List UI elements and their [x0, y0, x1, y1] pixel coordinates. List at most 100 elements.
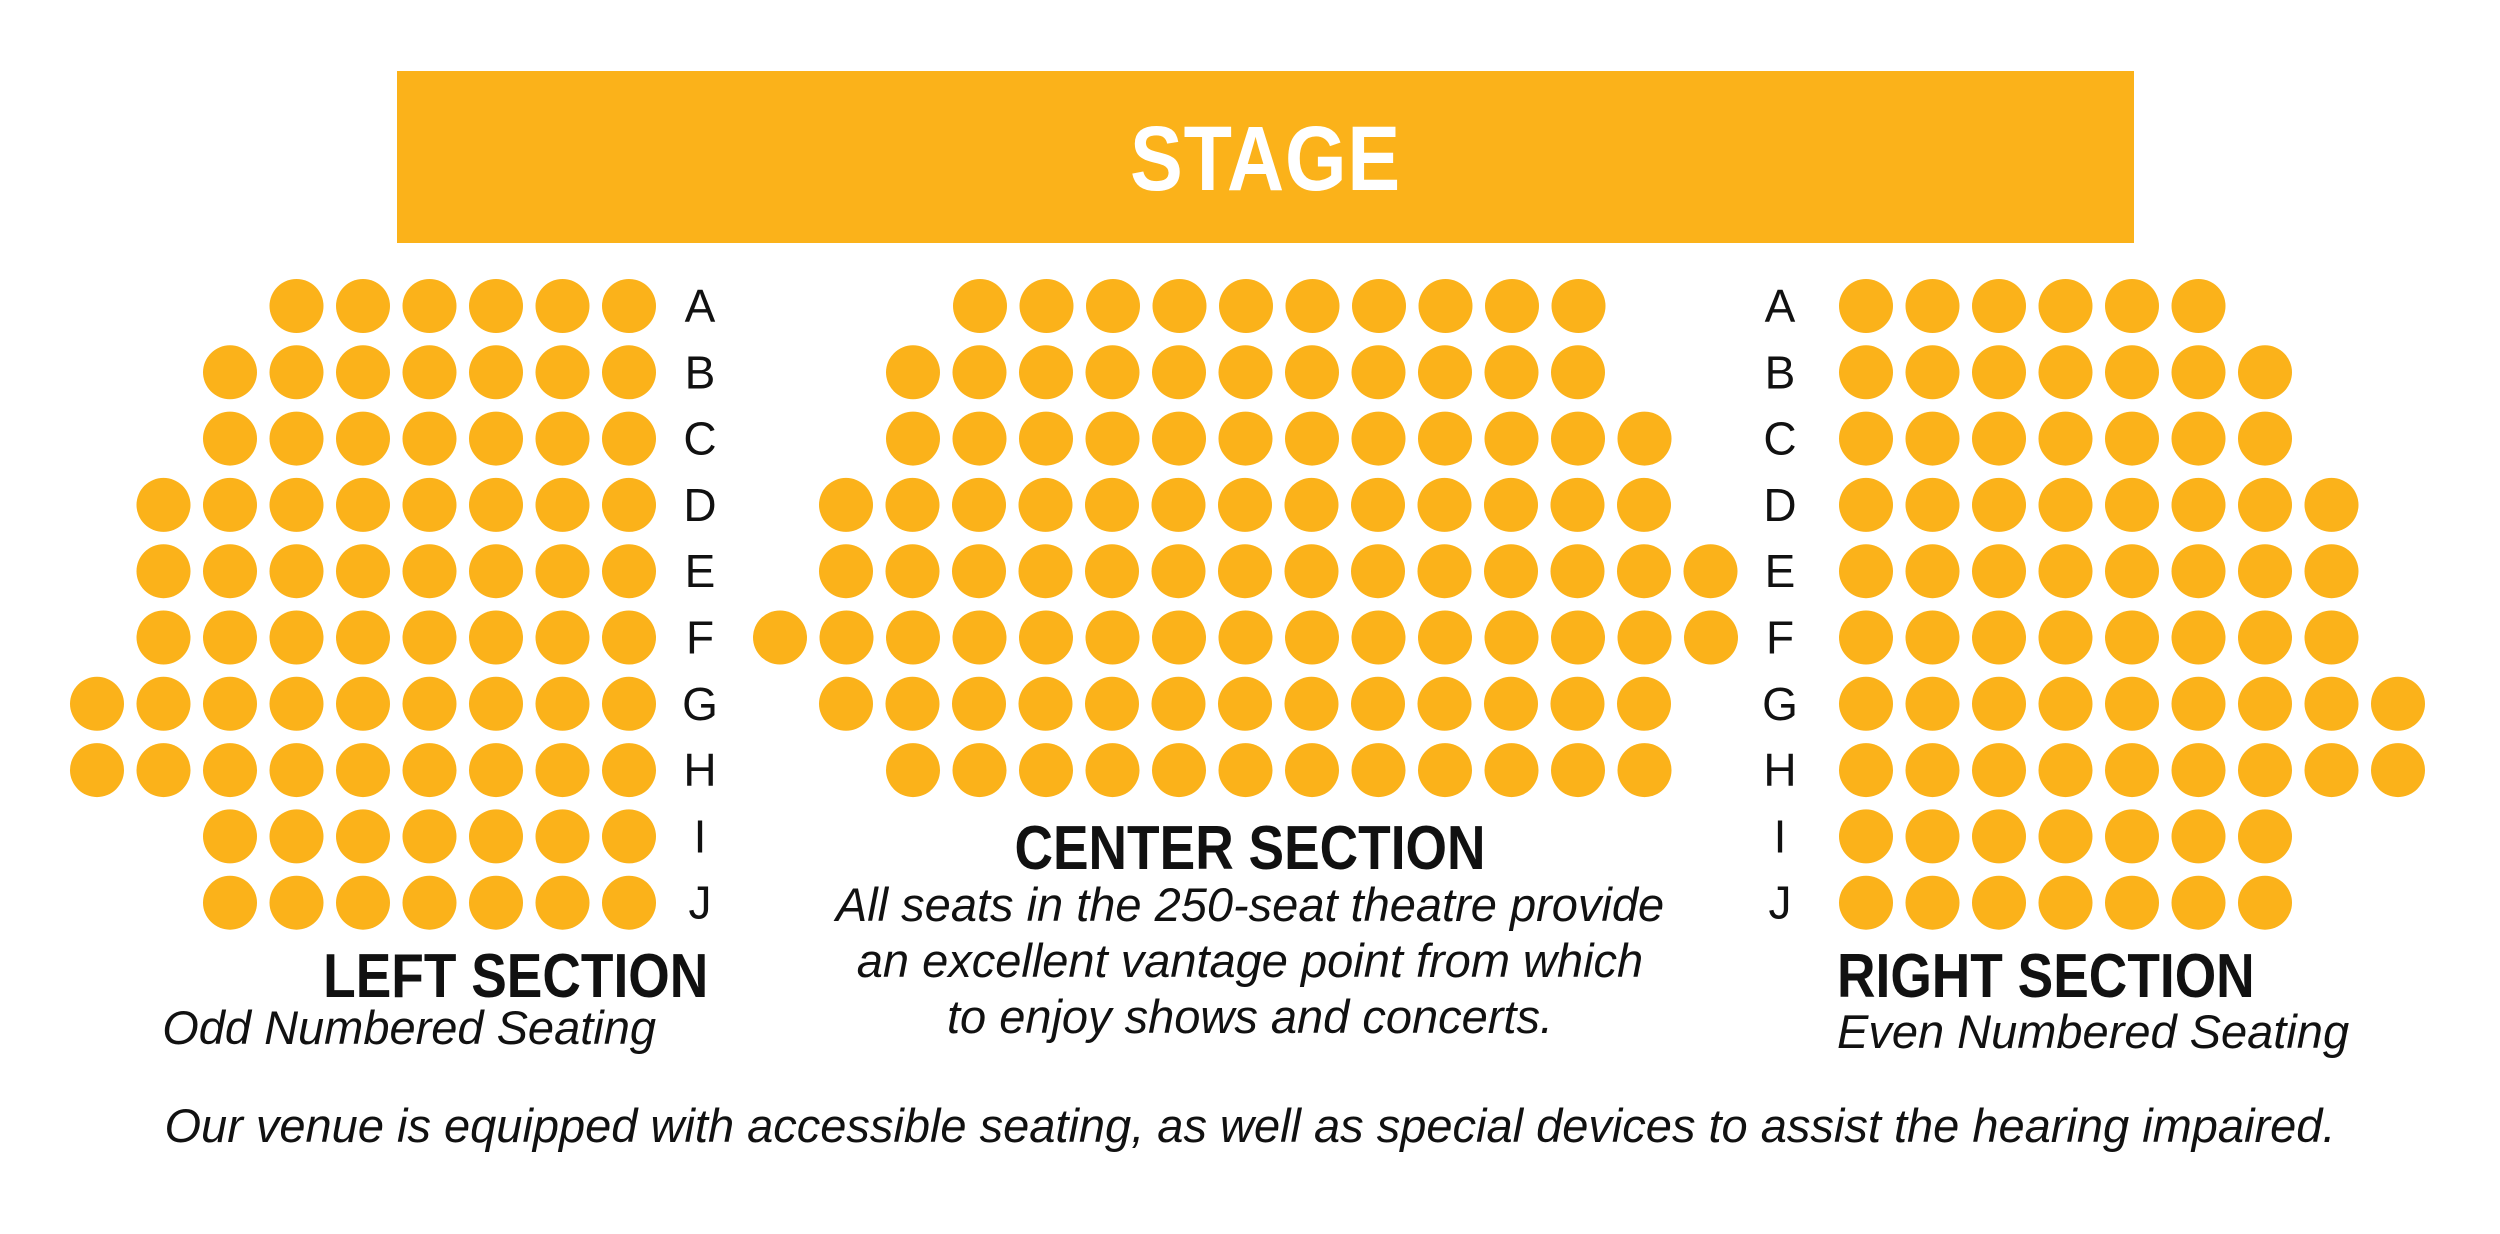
seat-left-B[interactable]: [336, 345, 390, 400]
seat-right-E[interactable]: [2105, 544, 2159, 599]
seat-center-D[interactable]: [1550, 477, 1605, 532]
seat-center-D[interactable]: [952, 477, 1006, 532]
seat-center-E[interactable]: [1018, 544, 1073, 599]
seat-right-J[interactable]: [1905, 875, 1960, 930]
seat-center-C[interactable]: [1551, 411, 1605, 466]
seat-right-C[interactable]: [1839, 411, 1893, 466]
seat-left-B[interactable]: [269, 345, 324, 400]
seat-right-G[interactable]: [2105, 676, 2159, 731]
seat-left-F[interactable]: [269, 610, 324, 665]
seat-right-A[interactable]: [1972, 279, 2026, 333]
seat-right-H[interactable]: [1839, 743, 1893, 798]
seat-center-D[interactable]: [819, 477, 873, 532]
seat-center-C[interactable]: [1152, 411, 1206, 466]
seat-right-I[interactable]: [1972, 809, 2026, 864]
seat-left-J[interactable]: [402, 875, 457, 930]
seat-center-D[interactable]: [1151, 477, 1206, 532]
seat-center-A[interactable]: [1352, 279, 1406, 333]
seat-left-H[interactable]: [269, 743, 324, 798]
seat-left-F[interactable]: [136, 610, 191, 665]
seat-center-B[interactable]: [1351, 345, 1406, 400]
seat-left-A[interactable]: [336, 279, 390, 333]
seat-right-C[interactable]: [2105, 411, 2159, 466]
seat-left-D[interactable]: [269, 477, 324, 532]
seat-right-F[interactable]: [2105, 610, 2159, 665]
seat-center-E[interactable]: [1351, 544, 1405, 599]
seat-left-I[interactable]: [203, 809, 257, 864]
seat-center-A[interactable]: [1086, 279, 1140, 333]
seat-left-H[interactable]: [136, 743, 191, 798]
seat-right-C[interactable]: [2238, 411, 2292, 466]
seat-left-F[interactable]: [535, 610, 590, 665]
seat-right-J[interactable]: [2105, 875, 2159, 930]
seat-center-E[interactable]: [952, 544, 1006, 599]
seat-center-C[interactable]: [1019, 411, 1073, 466]
seat-right-H[interactable]: [2171, 743, 2226, 798]
seat-right-I[interactable]: [2238, 809, 2292, 864]
seat-center-F[interactable]: [753, 610, 807, 665]
seat-right-G[interactable]: [2304, 676, 2359, 731]
seat-center-E[interactable]: [1683, 544, 1738, 599]
seat-left-C[interactable]: [535, 411, 590, 466]
seat-left-G[interactable]: [136, 676, 191, 731]
seat-center-G[interactable]: [1018, 676, 1073, 731]
seat-center-G[interactable]: [1085, 676, 1139, 731]
seat-right-A[interactable]: [2105, 279, 2159, 333]
seat-center-G[interactable]: [1617, 676, 1671, 731]
seat-left-G[interactable]: [402, 676, 457, 731]
seat-center-D[interactable]: [1417, 477, 1472, 532]
seat-left-H[interactable]: [402, 743, 457, 798]
seat-left-B[interactable]: [602, 345, 656, 400]
seat-left-B[interactable]: [469, 345, 523, 400]
seat-left-F[interactable]: [203, 610, 257, 665]
seat-center-F[interactable]: [1019, 610, 1073, 665]
seat-center-E[interactable]: [1417, 544, 1472, 599]
seat-right-J[interactable]: [2171, 875, 2226, 930]
seat-left-E[interactable]: [136, 544, 191, 599]
seat-center-E[interactable]: [885, 544, 940, 599]
seat-left-E[interactable]: [269, 544, 324, 599]
seat-center-C[interactable]: [1418, 411, 1472, 466]
seat-center-C[interactable]: [1085, 411, 1140, 466]
seat-right-D[interactable]: [2171, 477, 2226, 532]
seat-center-E[interactable]: [1284, 544, 1339, 599]
seat-left-H[interactable]: [535, 743, 590, 798]
seat-left-I[interactable]: [402, 809, 457, 864]
seat-center-G[interactable]: [1550, 676, 1605, 731]
seat-center-D[interactable]: [1617, 477, 1671, 532]
seat-right-G[interactable]: [1905, 676, 1960, 731]
seat-center-E[interactable]: [1085, 544, 1139, 599]
seat-center-D[interactable]: [1284, 477, 1339, 532]
seat-left-H[interactable]: [70, 743, 124, 798]
seat-right-B[interactable]: [2171, 345, 2226, 400]
seat-center-F[interactable]: [1152, 610, 1206, 665]
seat-right-E[interactable]: [2238, 544, 2292, 599]
seat-right-B[interactable]: [1839, 345, 1893, 400]
seat-left-H[interactable]: [469, 743, 523, 798]
seat-left-A[interactable]: [602, 279, 656, 333]
seat-right-C[interactable]: [2038, 411, 2093, 466]
seat-center-G[interactable]: [1417, 676, 1472, 731]
seat-center-E[interactable]: [1617, 544, 1671, 599]
seat-center-F[interactable]: [1684, 610, 1738, 665]
seat-center-E[interactable]: [819, 544, 873, 599]
seat-left-A[interactable]: [535, 279, 590, 333]
seat-left-F[interactable]: [469, 610, 523, 665]
seat-left-J[interactable]: [535, 875, 590, 930]
seat-center-F[interactable]: [1085, 610, 1140, 665]
seat-left-C[interactable]: [203, 411, 257, 466]
seat-left-I[interactable]: [469, 809, 523, 864]
seat-right-A[interactable]: [1905, 279, 1960, 333]
seat-left-E[interactable]: [402, 544, 457, 599]
seat-center-D[interactable]: [1218, 477, 1272, 532]
seat-left-G[interactable]: [203, 676, 257, 731]
seat-left-E[interactable]: [602, 544, 656, 599]
seat-left-A[interactable]: [469, 279, 523, 333]
seat-right-J[interactable]: [2238, 875, 2292, 930]
seat-center-C[interactable]: [1484, 411, 1539, 466]
seat-center-G[interactable]: [1284, 676, 1339, 731]
seat-center-D[interactable]: [1018, 477, 1073, 532]
seat-center-A[interactable]: [953, 279, 1007, 333]
seat-center-F[interactable]: [1617, 610, 1672, 665]
seat-left-C[interactable]: [402, 411, 457, 466]
